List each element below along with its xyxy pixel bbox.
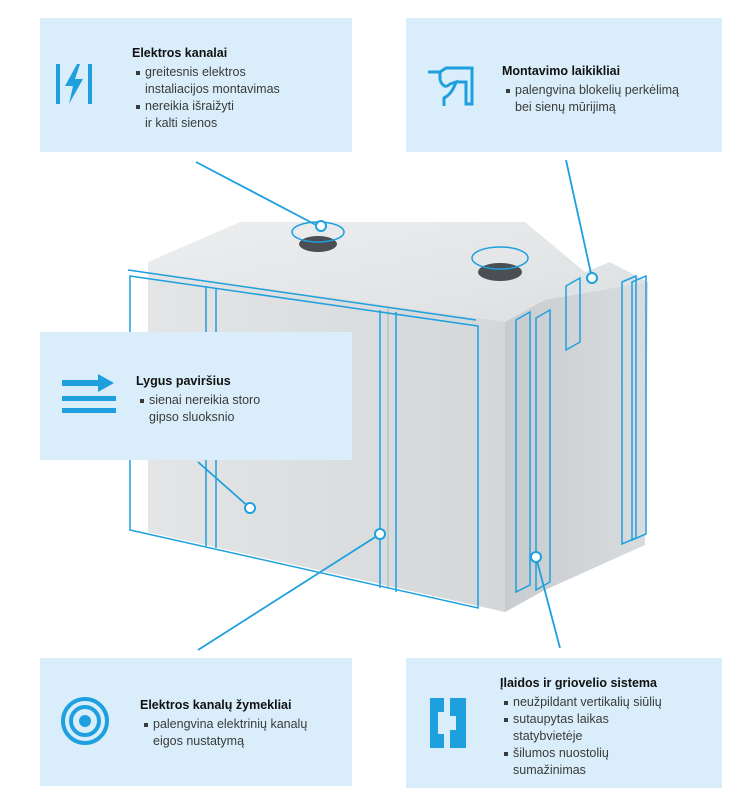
callout-mounting-handles: Montavimo laikikliai palengvina blokelių… — [406, 18, 722, 152]
block-top-face — [148, 222, 648, 330]
leader-lines — [195, 159, 593, 651]
leader-dots — [244, 220, 598, 563]
callout-title: Montavimo laikikliai — [502, 64, 621, 78]
callout-electrical-channels: Elektros kanalai greitesnis elektros ins… — [40, 18, 352, 152]
list-item: palengvina blokelių perkėlimą bei sienų … — [506, 82, 679, 116]
lightning-channel-icon — [56, 64, 92, 104]
tongue-groove-icon — [430, 698, 466, 748]
callout-tongue-groove: Įlaidos ir griovelio sistema neužpildant… — [406, 658, 722, 788]
callout-list: greitesnis elektros instaliacijos montav… — [136, 64, 280, 132]
callout-title: Lygus paviršius — [136, 374, 231, 388]
block-side-face — [505, 282, 648, 612]
list-item: neužpildant vertikalių siūlių — [504, 694, 662, 711]
list-item: nereikia išraižyti ir kalti sienos — [136, 98, 280, 132]
electrical-channel-hole — [478, 263, 522, 281]
arrow-lines-icon — [62, 374, 116, 413]
electrical-channel-ring — [471, 246, 529, 270]
target-rings-icon — [61, 697, 109, 745]
callout-title: Elektros kanalų žymekliai — [140, 698, 292, 712]
callout-list: sienai nereikia storo gipso sluoksnio — [140, 392, 260, 426]
list-item: greitesnis elektros instaliacijos montav… — [136, 64, 280, 98]
hand-grip-icon — [428, 66, 474, 106]
list-item: palengvina elektrinių kanalų eigos nusta… — [144, 716, 307, 750]
list-item: šilumos nuostolių sumažinimas — [504, 745, 662, 779]
callout-channel-markers: Elektros kanalų žymekliai palengvina ele… — [40, 658, 352, 786]
list-item: sutaupytas laikas statybvietėje — [504, 711, 662, 745]
electrical-channel-hole — [299, 236, 337, 252]
callout-title: Elektros kanalai — [132, 46, 228, 60]
callout-list: palengvina blokelių perkėlimą bei sienų … — [506, 82, 679, 116]
callout-smooth-surface: Lygus paviršius sienai nereikia storo gi… — [40, 332, 352, 460]
list-item: sienai nereikia storo gipso sluoksnio — [140, 392, 260, 426]
callout-list: neužpildant vertikalių siūlių sutaupytas… — [504, 694, 662, 779]
callout-title: Įlaidos ir griovelio sistema — [500, 676, 658, 690]
callout-list: palengvina elektrinių kanalų eigos nusta… — [144, 716, 307, 750]
